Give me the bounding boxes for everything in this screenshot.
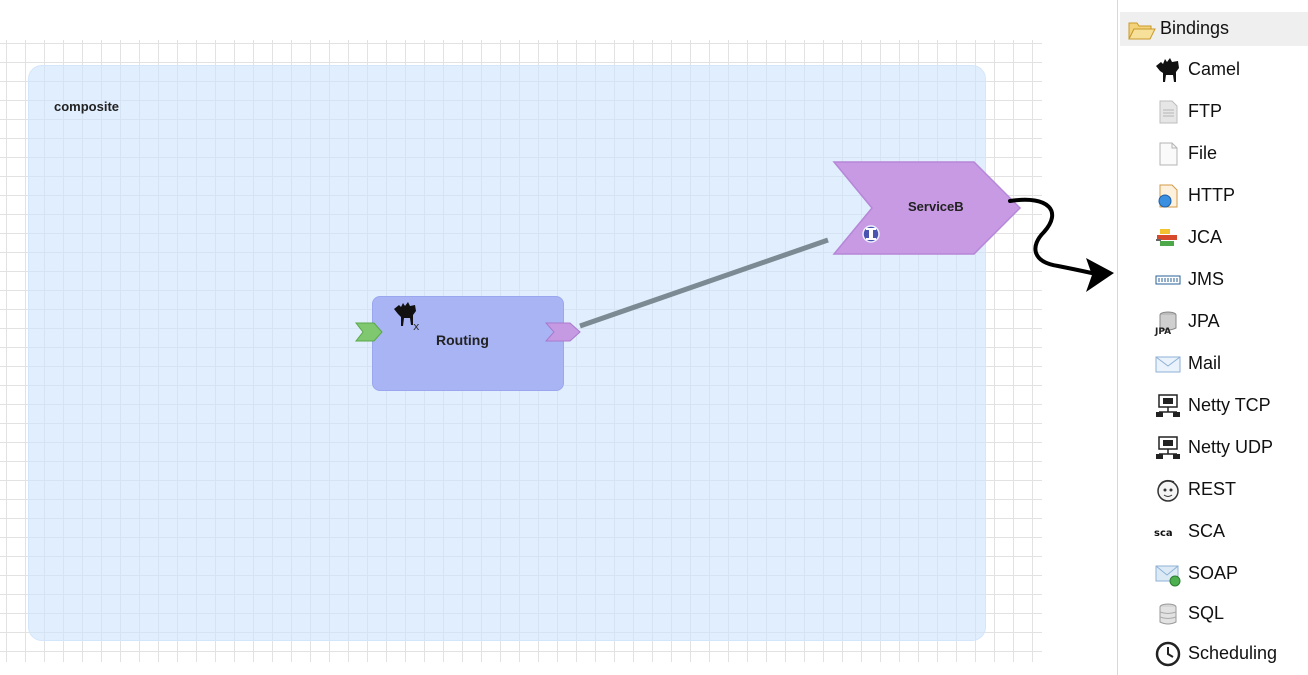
rest-icon	[1157, 479, 1179, 502]
routing-label: Routing	[436, 332, 489, 348]
soap-icon	[1155, 565, 1181, 587]
camel-icon	[1156, 58, 1179, 82]
mail-icon	[1155, 356, 1181, 373]
jca-icon	[1156, 229, 1177, 246]
composite-label: composite	[54, 99, 120, 114]
sca-icon: sca	[1154, 528, 1173, 539]
service-b-node[interactable]	[832, 161, 1022, 255]
annotation-arrow	[1008, 197, 1102, 277]
palette-item-jms[interactable]: JMS	[1154, 266, 1304, 296]
palette-item-ftp[interactable]: FTP	[1154, 98, 1304, 128]
palette-item-sql[interactable]: SQL	[1154, 600, 1304, 630]
palette-item-camel[interactable]: Camel	[1154, 56, 1304, 86]
ftp-icon	[1159, 100, 1178, 124]
diagram-shapes	[579, 161, 1114, 329]
netty-udp-icon	[1156, 436, 1180, 459]
palette-item-mail[interactable]: Mail	[1154, 350, 1304, 380]
palette-item-http[interactable]: HTTP	[1154, 182, 1304, 212]
sql-icon	[1159, 603, 1177, 625]
netty-tcp-icon	[1156, 394, 1180, 417]
annotation-arrowhead	[1086, 258, 1114, 292]
service-b-label: ServiceB	[908, 199, 964, 214]
svg-text:JPA: JPA	[1154, 327, 1171, 336]
svg-text:x: x	[413, 320, 420, 333]
svg-text:sca: sca	[1154, 528, 1173, 539]
palette-panel	[1117, 0, 1308, 675]
palette-divider	[1117, 0, 1118, 675]
palette-item-sca[interactable]: sca SCA	[1154, 518, 1304, 548]
camel-icon: x	[394, 302, 420, 333]
scheduling-icon	[1155, 641, 1181, 667]
palette-item-scheduling[interactable]: Scheduling	[1154, 640, 1304, 670]
palette-item-rest[interactable]: REST	[1154, 476, 1304, 506]
jms-icon	[1155, 275, 1181, 285]
palette-item-soap[interactable]: SOAP	[1154, 560, 1304, 590]
palette-item-netty-udp[interactable]: Netty UDP	[1154, 434, 1304, 464]
http-icon	[1158, 184, 1178, 208]
palette-item-jpa[interactable]: JPA JPA	[1154, 308, 1304, 338]
palette-header-label: Bindings	[1160, 18, 1230, 38]
file-icon	[1159, 142, 1178, 166]
palette-item-jca[interactable]: JCA	[1154, 224, 1304, 254]
palette-item-netty-tcp[interactable]: Netty TCP	[1154, 392, 1304, 422]
interface-icon[interactable]	[862, 225, 880, 243]
wire-connection[interactable]	[579, 237, 829, 329]
jpa-icon: JPA	[1154, 311, 1177, 336]
palette-item-file[interactable]: File	[1154, 140, 1304, 170]
folder-open-icon	[1128, 22, 1156, 40]
